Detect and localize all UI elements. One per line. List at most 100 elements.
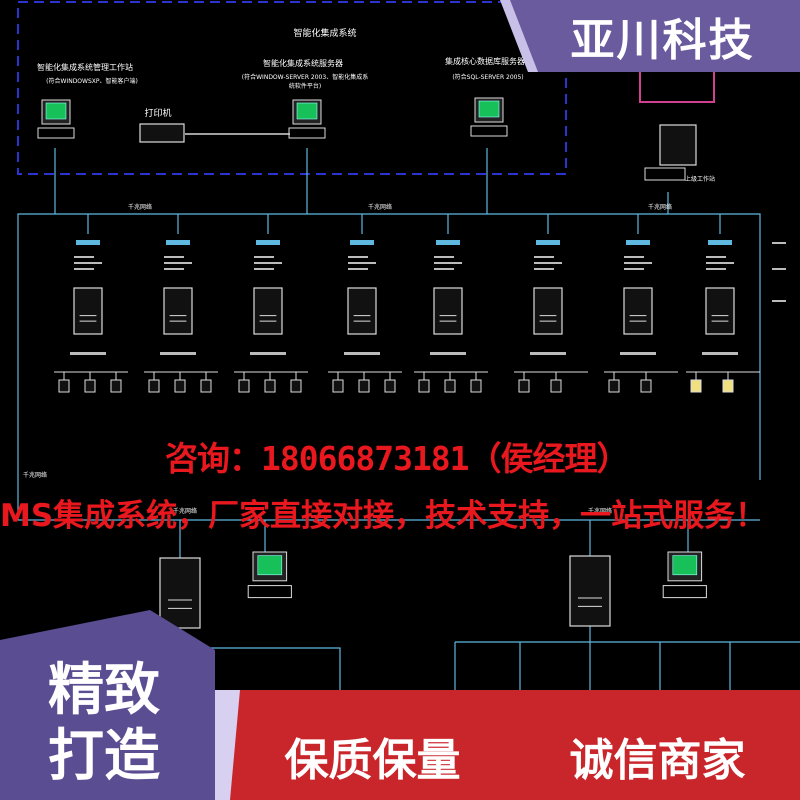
bus-label-3: 千兆网络 bbox=[647, 204, 673, 211]
lower-left-monitor-screen bbox=[257, 555, 283, 576]
sub-caption-3 bbox=[344, 352, 380, 355]
lower-right-monitor-base bbox=[662, 585, 707, 599]
sub-spec-3-0 bbox=[348, 256, 368, 258]
ws3-monitor-base bbox=[288, 127, 326, 139]
sub-device-4-0 bbox=[418, 379, 430, 393]
badge-left-bg bbox=[0, 610, 215, 800]
sub-caption-4 bbox=[430, 352, 466, 355]
sub-spec-2-1 bbox=[254, 262, 282, 264]
sub-spec-6-1 bbox=[624, 262, 652, 264]
consult-phone: 咨询：18066873181（侯经理） bbox=[165, 439, 630, 478]
sub-title-mark-7 bbox=[708, 240, 732, 245]
bus-label-2: 千兆网络 bbox=[367, 204, 393, 211]
sub-caption-6 bbox=[620, 352, 656, 355]
sub-spec-6-0 bbox=[624, 256, 644, 258]
sub-device-2-2 bbox=[290, 379, 302, 393]
sub-spec-0-2 bbox=[74, 268, 94, 270]
sub-server-2 bbox=[253, 287, 283, 335]
sub-device-4-2 bbox=[470, 379, 482, 393]
sub-device-3-0 bbox=[332, 379, 344, 393]
sub-device-2-1 bbox=[264, 379, 276, 393]
remote-keyboard bbox=[644, 167, 686, 181]
bus-label-4: 千兆网络 bbox=[172, 508, 198, 515]
ws1-label: 智能化集成系统管理工作站 bbox=[37, 63, 133, 72]
sub-spec-2-0 bbox=[254, 256, 274, 258]
sub-device-7-1 bbox=[722, 379, 734, 393]
main-bus bbox=[17, 213, 761, 480]
brand-name: 亚川科技 bbox=[570, 15, 755, 66]
sub-spec-6-2 bbox=[624, 268, 644, 270]
sub-title-mark-5 bbox=[536, 240, 560, 245]
badge-left-line1: 精致 bbox=[48, 658, 160, 723]
sub-device-1-2 bbox=[200, 379, 212, 393]
sub-server-0 bbox=[73, 287, 103, 335]
sub-spec-0-0 bbox=[74, 256, 94, 258]
sub-spec-4-0 bbox=[434, 256, 454, 258]
sub-title-mark-0 bbox=[76, 240, 100, 245]
sub-device-6-0 bbox=[608, 379, 620, 393]
sub-server-4 bbox=[433, 287, 463, 335]
sub-device-7-0 bbox=[690, 379, 702, 393]
bus-label-1: 千兆网络 bbox=[127, 204, 153, 211]
sub-spec-2-2 bbox=[254, 268, 274, 270]
sub-title-mark-4 bbox=[436, 240, 460, 245]
more-marker-2 bbox=[772, 268, 786, 270]
sub-spec-4-1 bbox=[434, 262, 462, 264]
sub-spec-5-0 bbox=[534, 256, 554, 258]
badge-right-bg bbox=[215, 690, 800, 800]
badge-right: 保质保量 诚信商家 bbox=[230, 712, 800, 800]
system-boundary bbox=[17, 1, 567, 175]
sub-spec-5-2 bbox=[534, 268, 554, 270]
sub-server-7 bbox=[705, 287, 735, 335]
sub-caption-5 bbox=[530, 352, 566, 355]
sub-server-5 bbox=[533, 287, 563, 335]
sub-spec-7-0 bbox=[706, 256, 726, 258]
badge-left-line2: 打造 bbox=[48, 724, 160, 789]
ws4-label: 集成核心数据库服务器 bbox=[445, 57, 525, 66]
ws4-monitor-screen bbox=[478, 100, 500, 118]
badge-right-item2: 诚信商家 bbox=[569, 735, 746, 786]
printer-label: 打印机 bbox=[144, 109, 172, 119]
sub-title-mark-2 bbox=[256, 240, 280, 245]
lower-left-server bbox=[159, 557, 201, 629]
sub-spec-1-2 bbox=[164, 268, 184, 270]
sub-device-5-0 bbox=[518, 379, 530, 393]
sub-device-3-1 bbox=[358, 379, 370, 393]
sub-caption-7 bbox=[702, 352, 738, 355]
sub-title-mark-6 bbox=[626, 240, 650, 245]
ws4-monitor-base bbox=[470, 125, 508, 137]
ws4-sub: (符合SQL-SERVER 2005) bbox=[452, 74, 524, 81]
sub-device-0-0 bbox=[58, 379, 70, 393]
ws3-label: 智能化集成系统服务器 bbox=[263, 59, 343, 68]
sub-device-1-1 bbox=[174, 379, 186, 393]
lower-left-monitor-base bbox=[247, 585, 292, 599]
ws1-sub: (符合WINDOWSXP、智能客户端) bbox=[46, 78, 138, 85]
sub-spec-5-1 bbox=[534, 262, 562, 264]
sub-server-3 bbox=[347, 287, 377, 335]
remote-monitor bbox=[659, 124, 697, 166]
sub-spec-3-2 bbox=[348, 268, 368, 270]
ws1-monitor-base bbox=[37, 127, 75, 139]
sub-device-0-2 bbox=[110, 379, 122, 393]
ws3-sub: (符合WINDOW-SERVER 2003、智能化集成系统软件平台) bbox=[241, 74, 369, 90]
sub-spec-1-0 bbox=[164, 256, 184, 258]
sub-spec-1-1 bbox=[164, 262, 192, 264]
sub-caption-2 bbox=[250, 352, 286, 355]
sub-title-mark-3 bbox=[350, 240, 374, 245]
sub-title-mark-1 bbox=[166, 240, 190, 245]
brand-banner bbox=[508, 0, 800, 72]
sub-spec-7-1 bbox=[706, 262, 734, 264]
printer-icon bbox=[139, 123, 185, 143]
sub-device-0-1 bbox=[84, 379, 96, 393]
more-marker-1 bbox=[772, 242, 786, 244]
sub-spec-0-1 bbox=[74, 262, 102, 264]
bus-label-5: 千兆网络 bbox=[587, 508, 613, 515]
sub-spec-3-1 bbox=[348, 262, 376, 264]
lower-right-monitor-screen bbox=[672, 555, 698, 576]
sub-device-3-2 bbox=[384, 379, 396, 393]
lower-right-server bbox=[569, 555, 611, 627]
service-slogan: MS集成系统，厂家直接对接，技术支持，一站式服务！ bbox=[0, 498, 767, 534]
